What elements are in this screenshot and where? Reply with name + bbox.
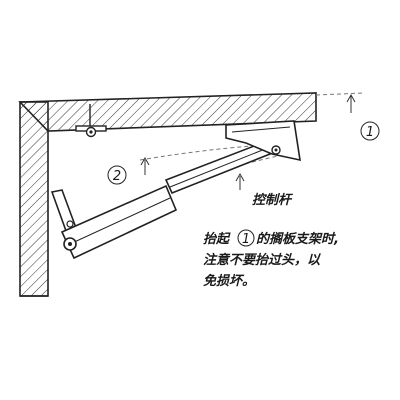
support-arm xyxy=(60,184,178,260)
instruction-note: 抬起 1 的搁板支架时, 注意不要抬过头，以 免损坏。 xyxy=(203,229,339,289)
svg-text:2: 2 xyxy=(113,169,121,184)
control-rod-label: 控制杆 xyxy=(252,192,294,208)
marker-1: 1 xyxy=(360,121,380,141)
top-hinge xyxy=(75,104,107,138)
note-line-1b: 的搁板支架时, xyxy=(256,231,339,247)
note-line-1a: 抬起 xyxy=(203,231,231,247)
wall xyxy=(19,101,49,297)
marker-2: 2 xyxy=(107,165,127,185)
lift-arrow-icon xyxy=(140,93,356,190)
svg-text:1: 1 xyxy=(366,125,374,140)
note-line-2: 注意不要抬过头，以 xyxy=(203,252,321,268)
note-line-3: 免损坏。 xyxy=(203,273,255,289)
latch-bracket xyxy=(225,120,301,162)
control-rod[interactable] xyxy=(164,142,272,195)
shelf-board xyxy=(18,92,317,132)
note-marker: 1 xyxy=(242,232,250,247)
